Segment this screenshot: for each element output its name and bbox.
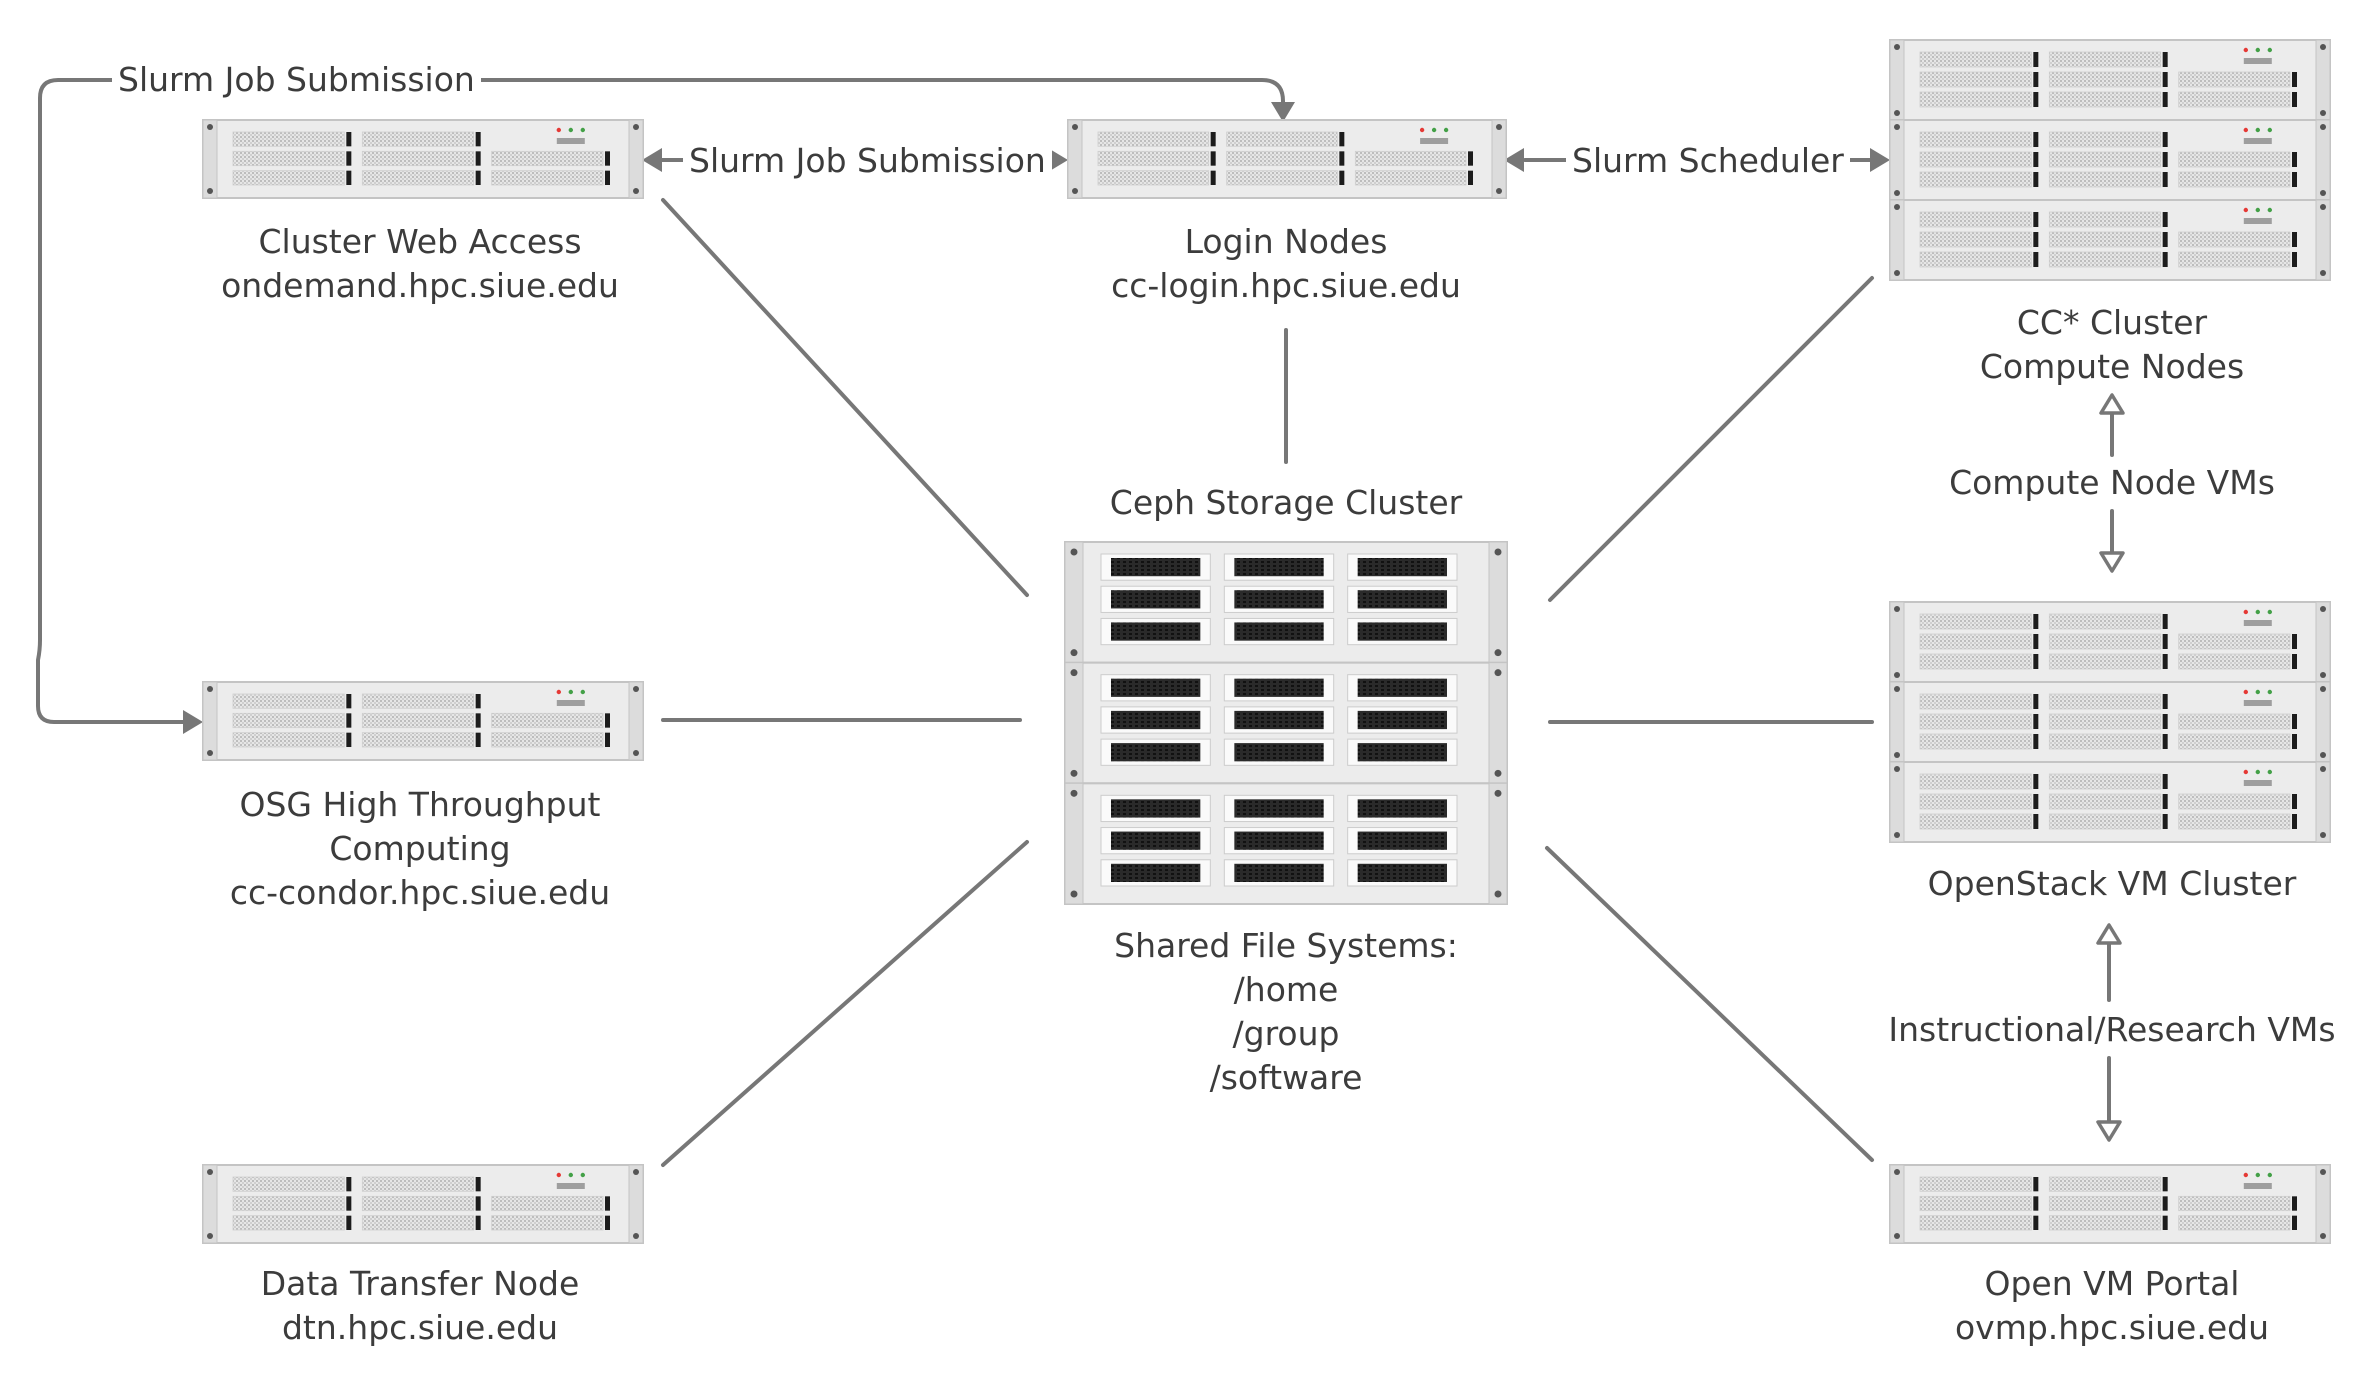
edge-dtn-to-storage bbox=[661, 840, 1029, 1167]
node-host: ondemand.hpc.siue.edu bbox=[221, 266, 619, 305]
edge-ovmp-to-storage bbox=[1545, 846, 1874, 1162]
filesystems-heading: Shared File Systems: bbox=[1114, 926, 1458, 965]
edge-web-to-storage bbox=[661, 198, 1029, 597]
storage-array-ceph bbox=[1064, 541, 1508, 905]
filesystem-home: /home bbox=[1233, 970, 1339, 1009]
edge-slurm-submission-to-osg bbox=[36, 78, 184, 724]
node-label-osg: OSG High Throughput Computing cc-condor.… bbox=[220, 783, 620, 915]
edge-slurm-submission-to-login bbox=[448, 78, 1285, 103]
node-host: ovmp.hpc.siue.edu bbox=[1954, 1308, 2270, 1347]
server-cluster-web-access bbox=[202, 119, 644, 199]
node-name: Cluster Web Access bbox=[258, 222, 582, 261]
arrowhead-down bbox=[1271, 102, 1295, 122]
node-host: cc-login.hpc.siue.edu bbox=[1111, 266, 1461, 305]
node-name: Data Transfer Node bbox=[260, 1264, 580, 1303]
node-name-cont: Computing bbox=[329, 829, 511, 868]
server-osg bbox=[202, 681, 644, 761]
node-subtitle: Compute Nodes bbox=[1979, 347, 2245, 386]
node-name: OpenStack VM Cluster bbox=[1927, 864, 2297, 903]
node-label-ceph-filesystems: Shared File Systems: /home /group /softw… bbox=[1086, 924, 1486, 1100]
server-openstack-1 bbox=[1889, 601, 2331, 683]
node-name: Login Nodes bbox=[1184, 222, 1388, 261]
edge-label-slurm-scheduler: Slurm Scheduler bbox=[1566, 141, 1850, 181]
node-host: dtn.hpc.siue.edu bbox=[281, 1308, 559, 1347]
filesystem-group: /group bbox=[1232, 1014, 1340, 1053]
edge-label-slurm-submission-mid: Slurm Job Submission bbox=[683, 141, 1052, 181]
node-label-dtn: Data Transfer Node dtn.hpc.siue.edu bbox=[220, 1262, 620, 1350]
node-name: Open VM Portal bbox=[1984, 1264, 2240, 1303]
node-label-cluster-web-access: Cluster Web Access ondemand.hpc.siue.edu bbox=[220, 220, 620, 308]
server-openstack-2 bbox=[1889, 681, 2331, 763]
open-arrowhead-up bbox=[2099, 393, 2125, 415]
open-arrowhead-down bbox=[2099, 551, 2125, 573]
filesystem-software: /software bbox=[1209, 1058, 1363, 1097]
node-label-cc-cluster: CC* Cluster Compute Nodes bbox=[1912, 301, 2312, 389]
node-name: OSG High Throughput bbox=[239, 785, 601, 824]
edge-cluster-to-storage bbox=[1548, 276, 1874, 602]
open-arrowhead-up bbox=[2096, 923, 2122, 945]
arrowhead-left bbox=[642, 148, 662, 172]
edge-label-compute-node-vms: Compute Node VMs bbox=[1942, 463, 2282, 503]
edge-label-instructional-vms: Instructional/Research VMs bbox=[1880, 1010, 2344, 1050]
server-dtn bbox=[202, 1164, 644, 1244]
edge-label-slurm-submission-top: Slurm Job Submission bbox=[112, 60, 481, 100]
node-host: cc-condor.hpc.siue.edu bbox=[229, 873, 611, 912]
node-label-openstack: OpenStack VM Cluster bbox=[1912, 862, 2312, 906]
connection-lines bbox=[36, 78, 2125, 1167]
ceph-title: Ceph Storage Cluster bbox=[1086, 481, 1486, 525]
server-cc-cluster-2 bbox=[1889, 119, 2331, 201]
open-arrowhead-down bbox=[2096, 1120, 2122, 1142]
node-label-login-nodes: Login Nodes cc-login.hpc.siue.edu bbox=[1086, 220, 1486, 308]
storage-title: Ceph Storage Cluster bbox=[1109, 483, 1463, 522]
arrowhead-left bbox=[1504, 148, 1524, 172]
server-openstack-3 bbox=[1889, 761, 2331, 843]
server-cc-cluster-3 bbox=[1889, 199, 2331, 281]
node-label-ovmp: Open VM Portal ovmp.hpc.siue.edu bbox=[1912, 1262, 2312, 1350]
server-icons bbox=[202, 39, 2331, 1244]
arrowhead-right bbox=[183, 710, 203, 734]
node-name: CC* Cluster bbox=[2016, 303, 2208, 342]
server-ovmp bbox=[1889, 1164, 2331, 1244]
server-login-nodes bbox=[1067, 119, 1507, 199]
server-cc-cluster-1 bbox=[1889, 39, 2331, 121]
arrowhead-right bbox=[1870, 148, 1890, 172]
arrowhead-right bbox=[1048, 148, 1068, 172]
